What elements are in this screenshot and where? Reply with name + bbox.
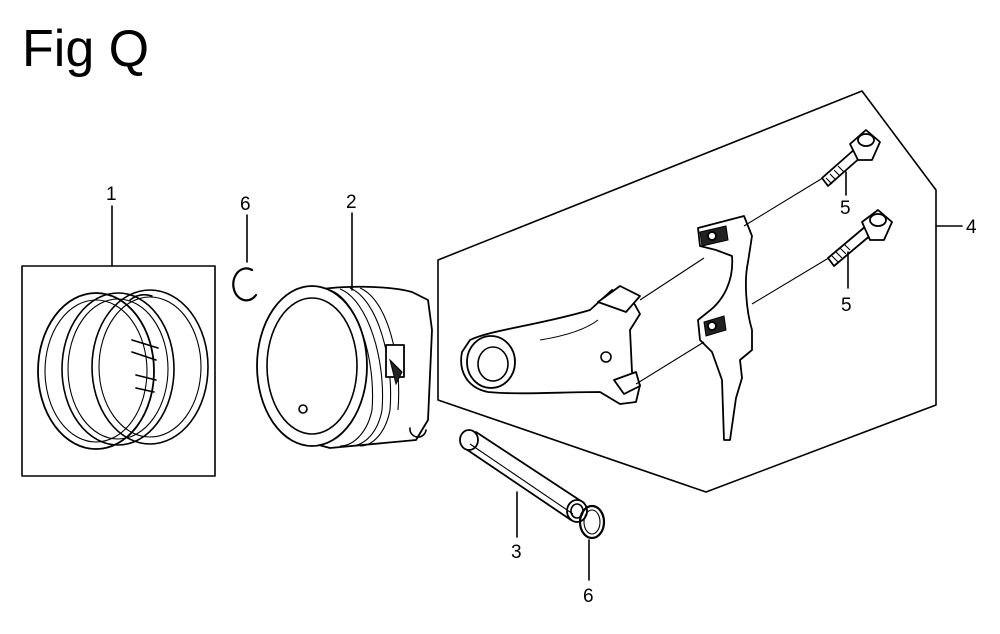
callout-bolt-lower: 5 — [841, 295, 852, 316]
callout-piston: 2 — [346, 192, 357, 213]
callout-pin: 3 — [511, 542, 522, 563]
ring-set-frame — [21, 265, 216, 477]
piston-ring-set — [21, 265, 216, 477]
guide-upper — [639, 257, 705, 301]
ring-top — [37, 292, 155, 450]
ring-second — [61, 292, 175, 446]
callout-clip-upper: 6 — [240, 194, 251, 215]
rod-bolt-lower — [827, 209, 893, 267]
callout-bolt-upper: 5 — [840, 198, 851, 219]
piston — [256, 285, 433, 449]
piston-pin — [459, 429, 588, 523]
rod-bolt-upper — [821, 129, 881, 187]
guide-bolt-lower — [751, 255, 833, 305]
ring-oil — [91, 289, 209, 445]
connecting-rod — [460, 285, 641, 405]
callout-rod-assembly: 4 — [966, 217, 977, 238]
circlip-upper — [232, 267, 258, 302]
connecting-rod-assembly — [437, 90, 937, 493]
rod-assembly-frame — [437, 90, 937, 493]
circlip-lower — [578, 504, 606, 540]
guide-lower — [635, 341, 705, 385]
figure-title: Fig Q — [22, 20, 149, 78]
callout-rings: 1 — [106, 184, 117, 205]
guide-bolt-upper — [743, 175, 827, 227]
rod-cap — [697, 215, 753, 441]
callout-clip-lower: 6 — [583, 586, 594, 607]
